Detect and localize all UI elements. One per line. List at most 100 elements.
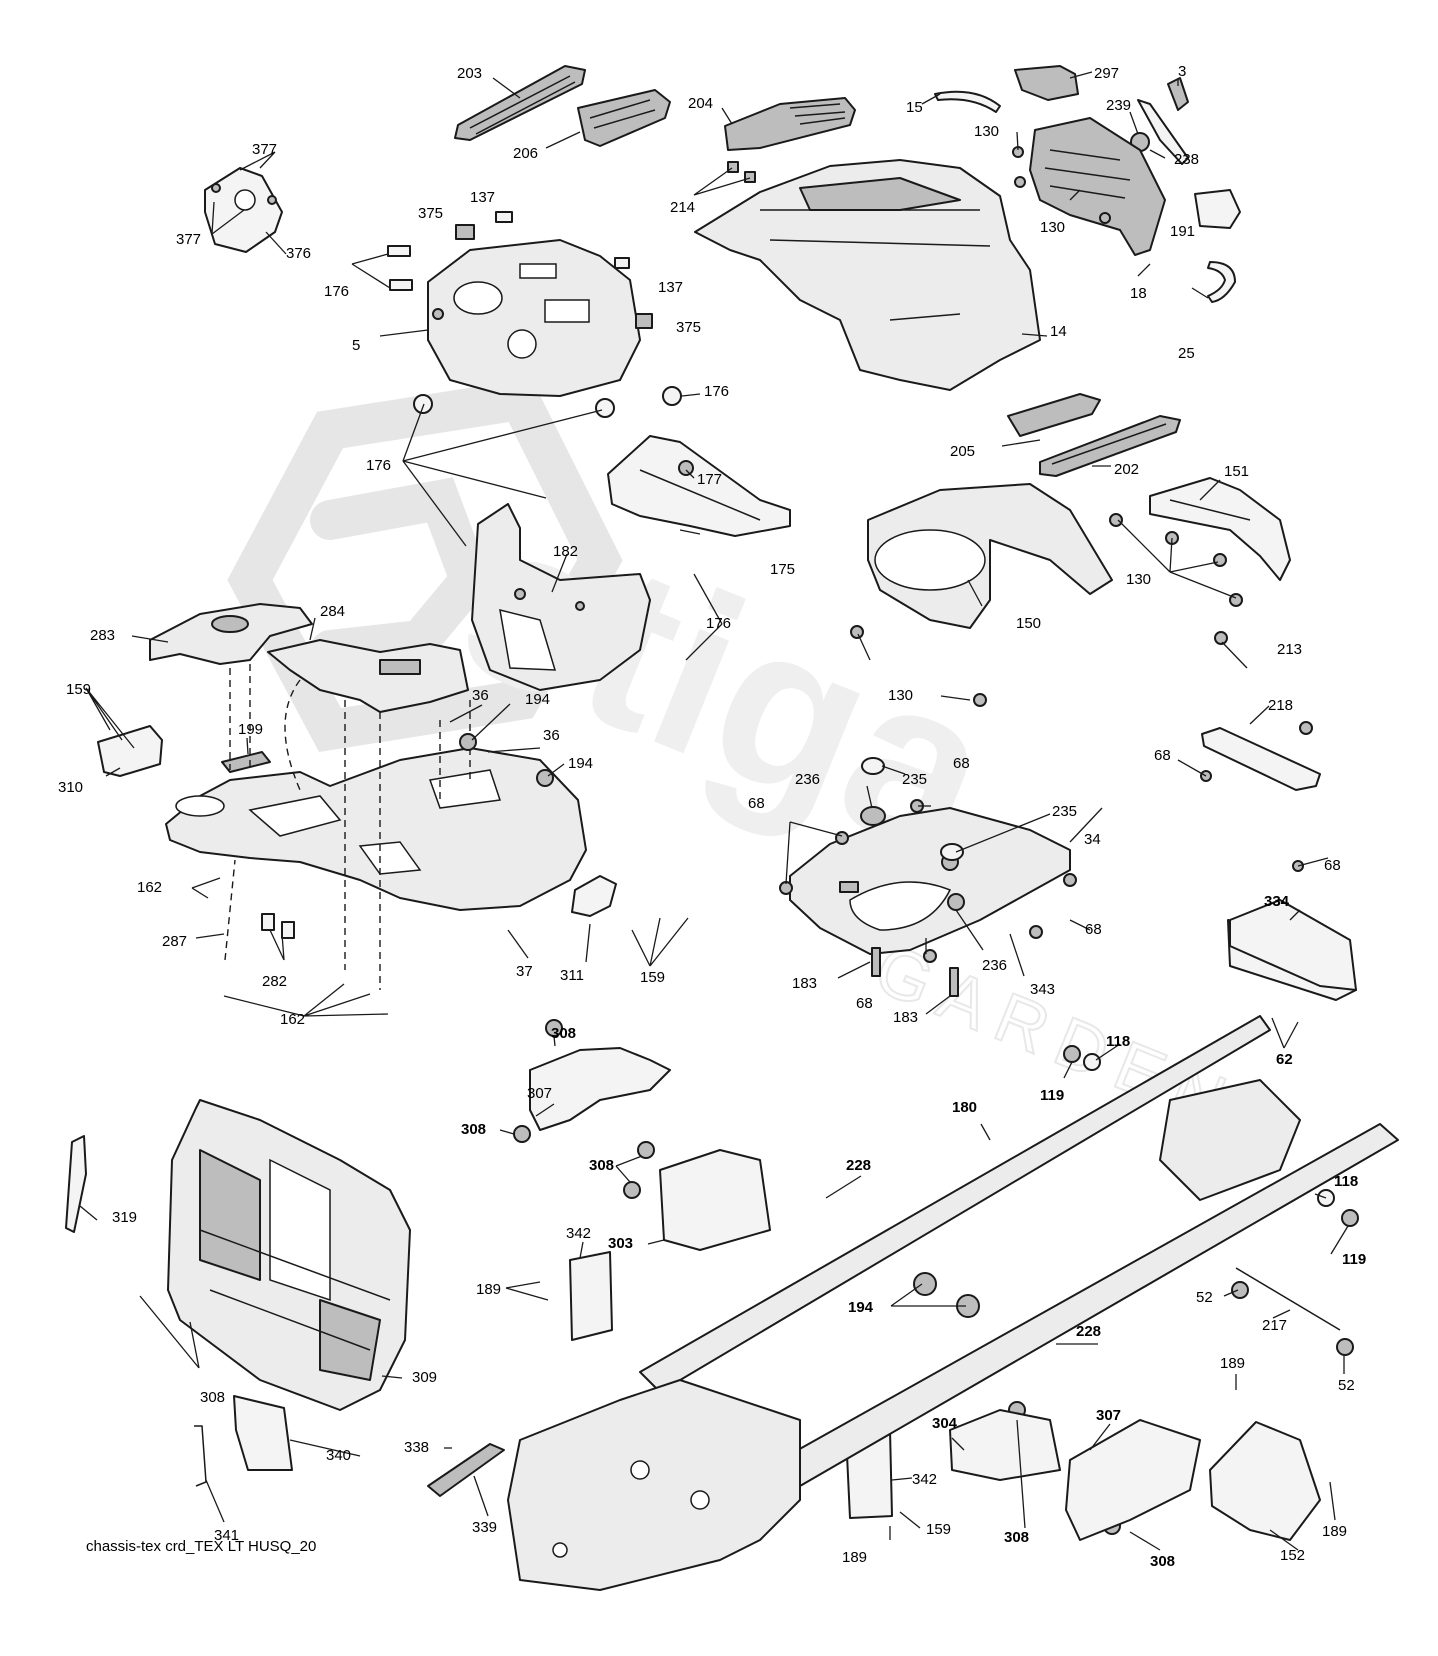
callout-194-bottom: 194 (848, 1299, 874, 1316)
callout-375-right: 375 (676, 319, 701, 336)
callout-159-bottom: 159 (926, 1521, 951, 1538)
callout-5: 5 (352, 337, 360, 354)
part-282-clips (261, 913, 295, 939)
part-37-fender-deck (165, 747, 587, 911)
callout-25: 25 (1178, 345, 1195, 362)
callout-118-bottom: 118 (1334, 1173, 1358, 1190)
callout-343: 343 (1030, 981, 1055, 998)
callout-130-top: 130 (974, 123, 999, 140)
part-339-lever (427, 1443, 505, 1497)
callout-37: 37 (516, 963, 533, 980)
callout-189-d: 189 (1322, 1523, 1347, 1540)
callout-180: 180 (952, 1099, 977, 1116)
callout-282: 282 (262, 973, 287, 990)
callout-52-bottom: 52 (1338, 1377, 1355, 1394)
callout-194-mid: 194 (568, 755, 593, 772)
leader-lines (79, 71, 1349, 1551)
callout-228-top: 228 (846, 1157, 871, 1174)
callout-311: 311 (560, 967, 584, 984)
callout-68-top: 68 (953, 755, 970, 772)
part-18-nose (1029, 117, 1166, 256)
callout-62: 62 (1276, 1051, 1293, 1068)
callout-236-top: 236 (795, 771, 820, 788)
part-214-clips (727, 161, 756, 183)
callout-162-bottom: 162 (280, 1011, 305, 1028)
callout-189-b: 189 (842, 1549, 867, 1566)
callout-68-far-right: 68 (1324, 857, 1341, 874)
callout-numbers: 203 206 204 214 15 297 3 239 130 238 130… (58, 63, 1366, 1570)
callout-307-a: 307 (527, 1085, 552, 1102)
callout-119-bottom: 119 (1342, 1251, 1366, 1268)
callout-235-top: 235 (902, 771, 927, 788)
callout-36-top: 36 (472, 687, 489, 704)
part-180-chassis-frame (507, 919, 1399, 1591)
callout-130-pan: 130 (888, 687, 913, 704)
callout-18: 18 (1130, 285, 1147, 302)
callout-377-top: 377 (252, 141, 277, 158)
callout-235-mid: 235 (1052, 803, 1077, 820)
part-235-washers (861, 757, 964, 861)
part-203-grille-strip (454, 65, 586, 141)
callout-213: 213 (1277, 641, 1302, 658)
callout-308-a: 308 (551, 1025, 576, 1042)
part-152-shield (1209, 1421, 1321, 1541)
callout-176-right: 176 (704, 383, 729, 400)
callout-202: 202 (1114, 461, 1139, 478)
callout-3: 3 (1178, 63, 1186, 80)
callout-137-top: 137 (470, 189, 495, 206)
part-334-bracket (1229, 899, 1357, 991)
part-25-clip (1207, 261, 1236, 303)
part-218-bar (1201, 631, 1321, 791)
callout-319: 319 (112, 1209, 137, 1226)
part-307b-shield (1065, 1419, 1201, 1541)
callout-176-center: 176 (366, 457, 391, 474)
part-175-bracket (607, 435, 791, 537)
part-182-lower-dash (471, 503, 651, 691)
callout-308-d: 308 (200, 1389, 225, 1406)
callout-308-f: 308 (1150, 1553, 1175, 1570)
callout-177: 177 (697, 471, 722, 488)
callout-159-left: 159 (66, 681, 91, 698)
callout-342-a: 342 (566, 1225, 591, 1242)
part-217-rod (1235, 1267, 1341, 1331)
callout-204: 204 (688, 95, 713, 112)
callout-150: 150 (1016, 615, 1041, 632)
part-52-bushings (1231, 1281, 1354, 1356)
part-5-dash-panel (427, 239, 641, 397)
callout-68-far-left: 68 (1154, 747, 1171, 764)
callout-308-c: 308 (589, 1157, 614, 1174)
part-310-bracket (97, 725, 163, 777)
callout-375-top: 375 (418, 205, 443, 222)
callout-14: 14 (1050, 323, 1067, 340)
part-307-shield (529, 1047, 671, 1131)
callout-309: 309 (412, 1369, 437, 1386)
part-319-bracket (65, 1135, 87, 1233)
callout-191: 191 (1170, 223, 1195, 240)
callout-189-c: 189 (1220, 1355, 1245, 1372)
part-206-insert (577, 89, 671, 147)
callout-194-top: 194 (525, 691, 550, 708)
callout-377-bottom: 377 (176, 231, 201, 248)
part-14-hood (694, 159, 1041, 391)
callout-340: 340 (326, 1447, 351, 1464)
part-284-cover (267, 639, 469, 713)
callout-236-bottom: 236 (982, 957, 1007, 974)
callout-162-left: 162 (137, 879, 162, 896)
callout-341: 341 (214, 1527, 239, 1544)
diagram-caption: chassis-tex crd_TEX LT HUSQ_20 (86, 1538, 317, 1555)
callout-214: 214 (670, 199, 695, 216)
part-375-cap (455, 224, 653, 329)
part-3-badge (1167, 77, 1189, 111)
callout-205: 205 (950, 443, 975, 460)
part-238-bracket (1137, 99, 1189, 165)
part-311-bracket (571, 875, 617, 917)
callout-68-left: 68 (748, 795, 765, 812)
callout-334: 334 (1264, 893, 1290, 910)
callout-203: 203 (457, 65, 482, 82)
part-34-deck-plate (789, 807, 1071, 955)
part-340-plate (233, 1395, 293, 1471)
callout-130-right: 130 (1126, 571, 1151, 588)
callout-303: 303 (608, 1235, 633, 1252)
part-303-shield (659, 1149, 771, 1251)
part-297-block (1014, 65, 1079, 101)
